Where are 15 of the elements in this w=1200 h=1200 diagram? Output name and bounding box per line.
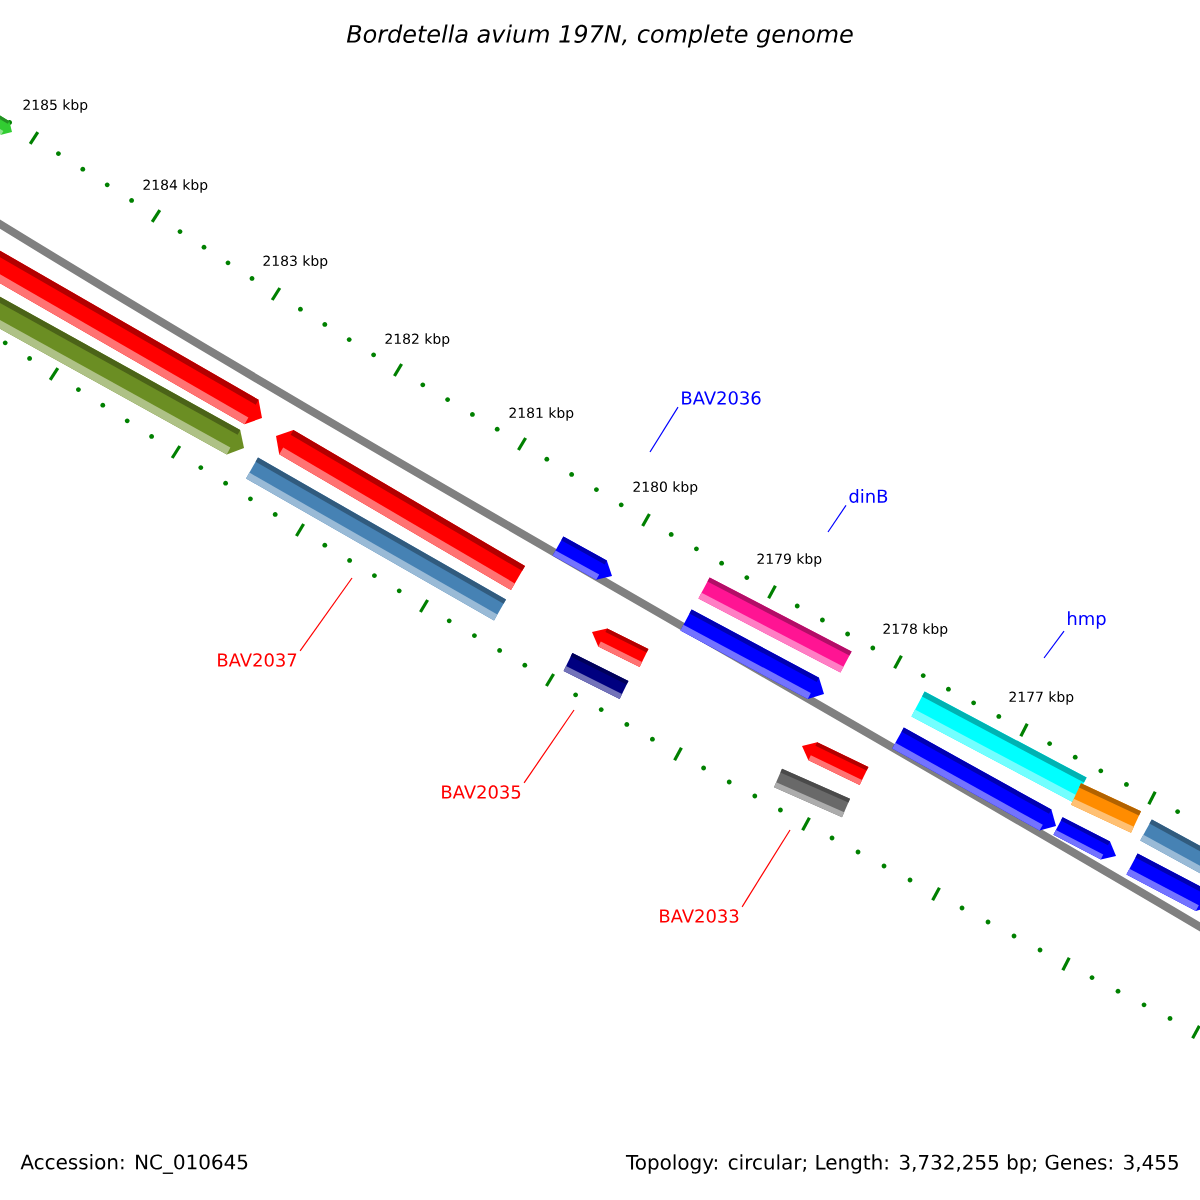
leader-line (1043, 630, 1065, 659)
leader-line (649, 406, 679, 453)
gene-label: BAV2035 (442, 785, 521, 799)
gene-label: dinB (849, 489, 888, 503)
leader-line (299, 577, 353, 652)
leader-line (741, 829, 791, 908)
footer-text: Topology: circular; Length: 3,732,255 bp; Genes: 3,455 (625, 1154, 1178, 1174)
leader-line (523, 709, 575, 784)
leader-line (827, 504, 847, 533)
gene-label: BAV2036 (682, 391, 761, 405)
footer-text: Accession: NC_010645 (20, 1154, 248, 1174)
gene-label: BAV2033 (660, 909, 739, 923)
gene-label: BAV2037 (218, 653, 297, 667)
gene-label: hmp (1068, 611, 1106, 629)
title: Bordetella avium 197N, complete genome (346, 24, 853, 48)
